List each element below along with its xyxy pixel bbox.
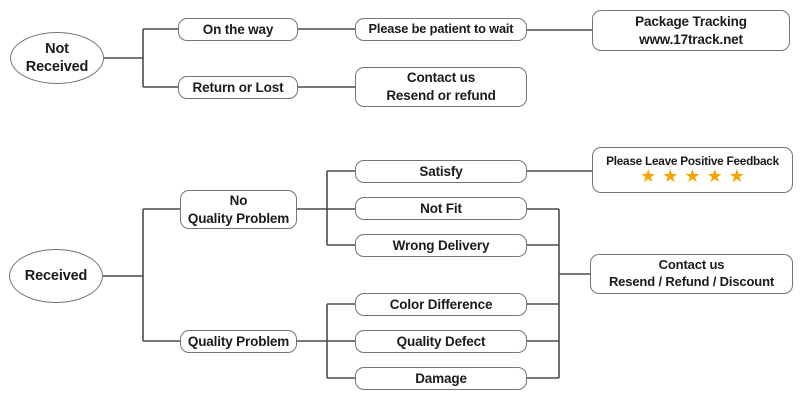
node-satisfy: Satisfy xyxy=(355,160,527,183)
node-color-difference: Color Difference xyxy=(355,293,527,316)
node-received: Received xyxy=(9,249,103,303)
node-on-the-way: On the way xyxy=(178,18,298,41)
node-contact-resend-refund: Contact us Resend or refund xyxy=(355,67,527,107)
node-quality-defect: Quality Defect xyxy=(355,330,527,353)
node-damage: Damage xyxy=(355,367,527,390)
feedback-label: Please Leave Positive Feedback xyxy=(606,153,779,168)
node-package-tracking: Package Tracking www.17track.net xyxy=(592,10,790,51)
node-not-received: Not Received xyxy=(10,32,104,84)
node-return-or-lost: Return or Lost xyxy=(178,76,298,99)
star-icons: ★★★★★ xyxy=(640,166,751,188)
node-positive-feedback: Please Leave Positive Feedback ★★★★★ xyxy=(592,147,793,193)
node-contact-resend-refund-discount: Contact us Resend / Refund / Discount xyxy=(590,254,793,294)
node-please-be-patient: Please be patient to wait xyxy=(355,18,527,41)
node-no-quality-problem: No Quality Problem xyxy=(180,190,297,229)
node-quality-problem: Quality Problem xyxy=(180,330,297,353)
node-wrong-delivery: Wrong Delivery xyxy=(355,234,527,257)
node-not-fit: Not Fit xyxy=(355,197,527,220)
